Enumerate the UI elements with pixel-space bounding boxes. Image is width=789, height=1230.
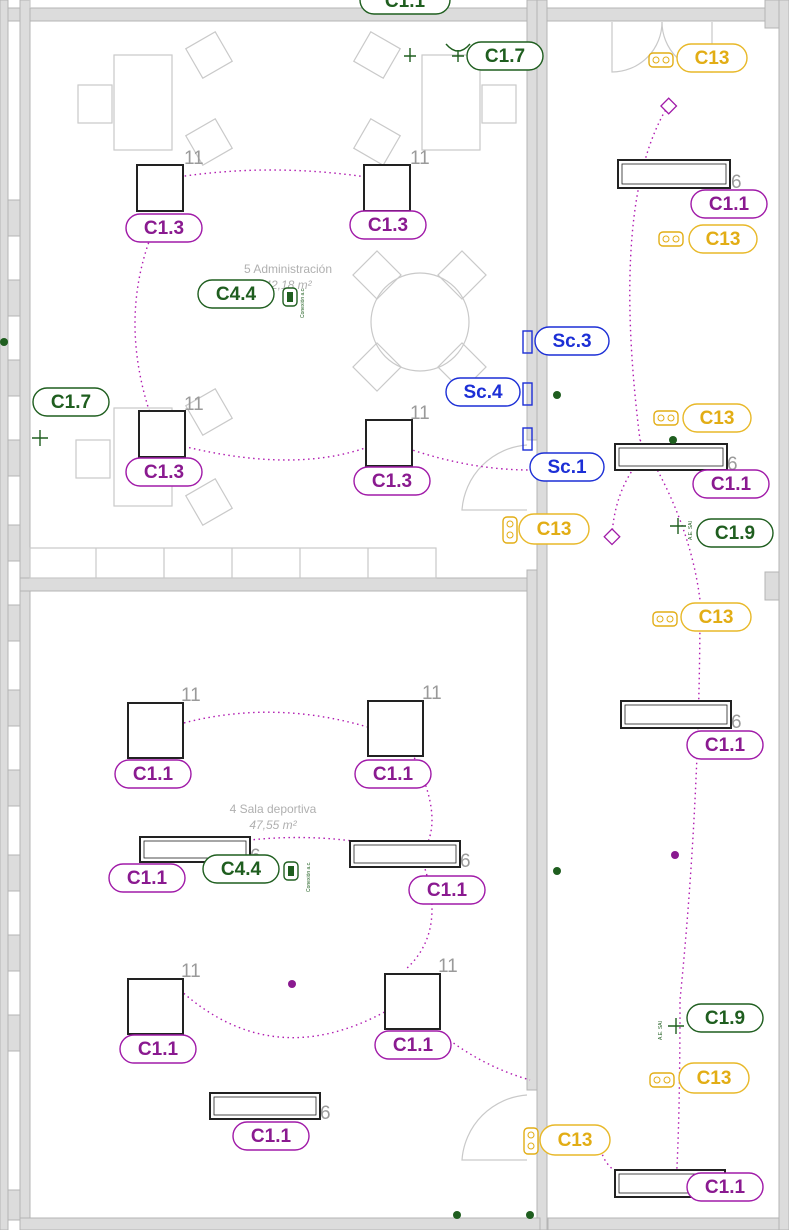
- double-socket-icon: [652, 611, 678, 627]
- fixture-number: 11: [181, 685, 201, 706]
- double-socket-icon: [502, 516, 518, 544]
- tag-c1-7: C1.7: [485, 46, 525, 67]
- tag-c13: C13: [699, 607, 734, 628]
- junction-dot: [453, 1211, 461, 1219]
- luminaire-square: [384, 973, 441, 1030]
- luminaire-square: [127, 702, 184, 759]
- fixture-number: 6: [727, 454, 738, 475]
- double-socket-icon: [648, 52, 674, 68]
- tag-c1-3: C1.3: [372, 471, 412, 492]
- luminaire-square: [127, 978, 184, 1035]
- sai-note: A.E. SAI: [658, 1021, 664, 1040]
- tag-c1-9: C1.9: [715, 523, 755, 544]
- room-name: 4 Sala deportiva: [230, 802, 317, 816]
- switch-icon: [522, 330, 533, 354]
- luminaire-square: [136, 164, 184, 212]
- tag-c1-1: C1.1: [705, 1177, 746, 1198]
- tag-c1-1: C1.1: [709, 194, 750, 215]
- socket-note: Conexión a.c.: [306, 861, 312, 892]
- switch-icon: [522, 382, 533, 406]
- luminaire-linear: [617, 159, 731, 189]
- fixture-number: 6: [731, 172, 742, 193]
- tag-c1-3: C1.3: [368, 215, 408, 236]
- tag-c1-1: C1.1: [711, 474, 752, 495]
- junction-dot: [526, 1211, 534, 1219]
- tag-sc-4: Sc.4: [463, 382, 503, 403]
- symbols: Conexión a.c. Conexión a.c. A.E. SAI A.E…: [0, 43, 694, 1219]
- tag-c4-4: C4.4: [216, 284, 257, 305]
- tag-sc-3: Sc.3: [552, 331, 591, 352]
- fixture-number: 11: [184, 148, 204, 169]
- tag-c13: C13: [537, 519, 572, 540]
- junction-dot: [0, 338, 8, 346]
- sai-note: A.E. SAI: [688, 521, 694, 540]
- tag-c4-4: C4.4: [221, 859, 262, 880]
- socket-symbol-icon: [670, 518, 686, 534]
- tag-c1-3: C1.3: [144, 462, 184, 483]
- tag-c13: C13: [695, 48, 730, 69]
- socket-note: Conexión a.c.: [300, 287, 306, 318]
- junction-dot: [288, 980, 296, 988]
- junction-dot: [671, 851, 679, 859]
- tag-c1-1: C1.1: [373, 764, 414, 785]
- emergency-light-icon: [603, 528, 621, 546]
- junction-dot: [553, 867, 561, 875]
- double-socket-icon: [649, 1072, 675, 1088]
- tag-c1-1: C1.1: [385, 0, 426, 12]
- room-area: 42,18 m²: [264, 278, 312, 292]
- tag-c1-7: C1.7: [51, 392, 91, 413]
- tag-c1-1: C1.1: [393, 1035, 434, 1056]
- tag-c1-1: C1.1: [705, 735, 746, 756]
- luminaire-linear: [620, 700, 732, 729]
- switch-icon: [522, 427, 533, 451]
- junction-dot: [669, 436, 677, 444]
- double-socket-icon: [658, 231, 684, 247]
- tag-c13: C13: [697, 1068, 732, 1089]
- tag-c13: C13: [558, 1130, 593, 1151]
- tag-c1-1: C1.1: [251, 1126, 292, 1147]
- tag-c13: C13: [700, 408, 735, 429]
- fixture-number: 11: [410, 148, 430, 169]
- luminaire-square: [365, 419, 413, 467]
- socket-symbol-icon: [445, 43, 471, 62]
- tag-c1-9: C1.9: [705, 1008, 745, 1029]
- junction-dot: [553, 391, 561, 399]
- tag-c1-1: C1.1: [427, 880, 468, 901]
- luminaire-square: [363, 164, 411, 212]
- fixture-number: 11: [181, 961, 201, 982]
- tag-c1-1: C1.1: [133, 764, 174, 785]
- socket-symbol-icon: [404, 48, 416, 62]
- tag-sc-1: Sc.1: [547, 457, 587, 478]
- tag-c1-1: C1.1: [127, 868, 168, 889]
- socket-symbol-icon: [32, 430, 48, 446]
- fixture-number: 6: [460, 851, 471, 872]
- tag-c1-1: C1.1: [138, 1039, 179, 1060]
- room-name: 5 Administración: [244, 262, 332, 276]
- tag-c13: C13: [706, 229, 741, 250]
- socket-symbol-icon: [668, 1018, 684, 1034]
- fixture-number: 11: [410, 403, 430, 424]
- fixture-number: 11: [438, 956, 458, 977]
- fixture-number: 11: [422, 683, 442, 704]
- luminaire-square: [138, 410, 186, 458]
- circuit-tags: C1.1 C1.3 C1.3 C1.3 C1.3 C1.1 C1.1 C1.1 …: [32, 0, 774, 1202]
- room-area: 47,55 m²: [249, 818, 297, 832]
- luminaires: [127, 159, 732, 1198]
- room-labels: 5 Administración 42,18 m² 4 Sala deporti…: [230, 262, 332, 832]
- fixture-number: 6: [731, 712, 742, 733]
- luminaire-square: [367, 700, 424, 757]
- double-socket-icon: [523, 1127, 539, 1155]
- double-socket-icon: [653, 410, 679, 426]
- tag-c1-3: C1.3: [144, 218, 184, 239]
- fixture-number: 11: [184, 394, 204, 415]
- emergency-light-icon: [660, 97, 678, 115]
- fixture-number: 6: [320, 1103, 331, 1124]
